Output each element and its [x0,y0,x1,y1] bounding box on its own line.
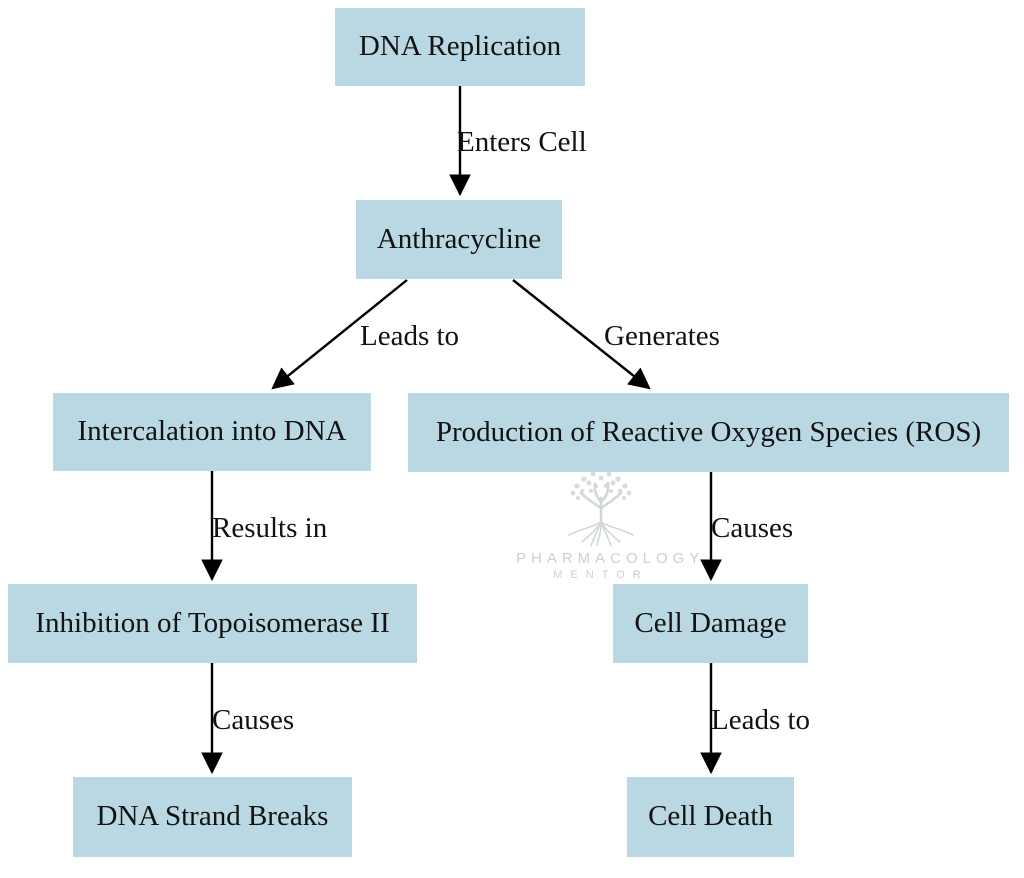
watermark-line2: MENTOR [553,569,649,581]
edge-label-leads-to-left: Leads to [360,320,460,352]
edge-label-results-in: Results in [212,512,328,544]
node-dna-strand-breaks: DNA Strand Breaks [73,777,352,857]
edge-label-enters-cell: Enters Cell [457,126,587,158]
node-intercalation-into-dna: Intercalation into DNA [53,393,371,471]
tree-logo-icon [568,467,634,547]
pharmacology-mentor-watermark: PHARMACOLOGY MENTOR [516,460,705,581]
node-inhibition-of-topoisomerase-ii: Inhibition of Topoisomerase II [8,584,417,663]
edge-label-causes-left: Causes [212,704,295,736]
edge-label-generates: Generates [604,320,720,352]
edge-label-causes-right: Causes [711,512,794,544]
edge-label-leads-to-right: Leads to [711,704,811,736]
node-cell-death: Cell Death [627,777,794,857]
node-production-of-ros: Production of Reactive Oxygen Species (R… [408,393,1009,472]
node-dna-replication: DNA Replication [335,8,585,86]
watermark-line1: PHARMACOLOGY [516,550,705,567]
node-cell-damage: Cell Damage [613,584,808,663]
node-anthracycline: Anthracycline [356,200,562,279]
